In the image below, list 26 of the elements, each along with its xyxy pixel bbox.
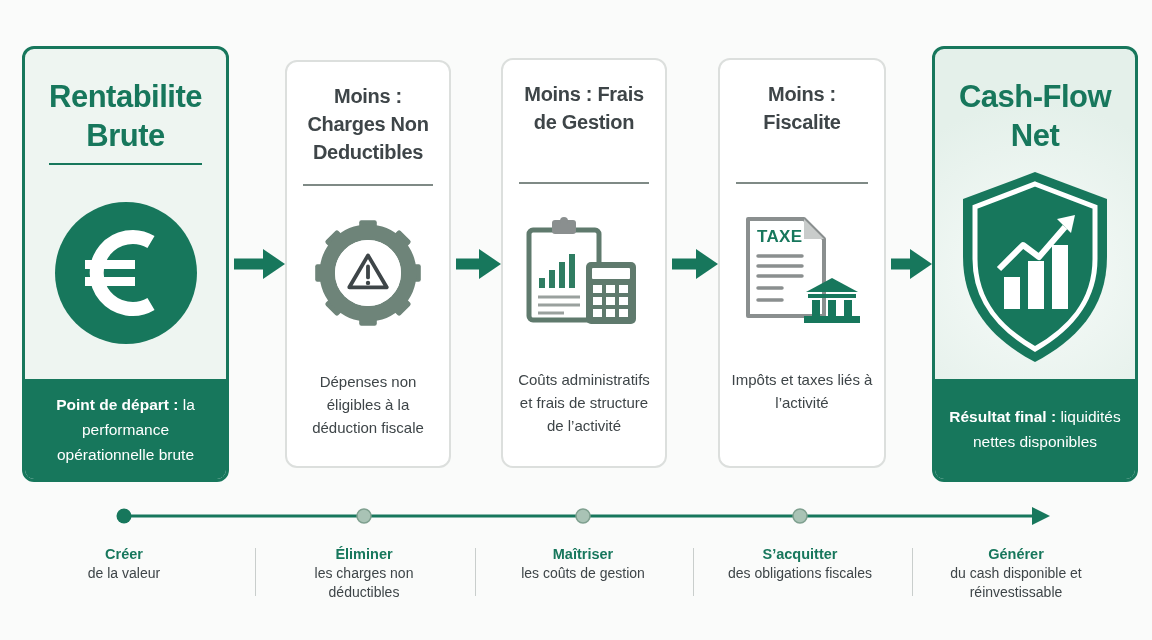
step-card: [718, 58, 886, 468]
card-heading: Moins : Frais de Gestion: [523, 82, 645, 135]
step-title: Créer: [105, 545, 143, 564]
card-description: Résultat final : liquidités nettes disponibles: [948, 407, 1122, 452]
card-heading: Rentabilite Brute: [48, 78, 203, 155]
step-description: les coûts de gestion: [521, 564, 645, 583]
highlight-card: [932, 46, 1138, 482]
step-description: du cash disponible et réinvestissable: [949, 564, 1083, 602]
step-title: Générer: [988, 545, 1044, 564]
card-heading: Cash-Flow Net: [957, 78, 1113, 155]
tax-label: TAXE: [757, 227, 803, 247]
step-card: [285, 60, 451, 468]
card-heading: Moins : Fiscalite: [762, 82, 842, 135]
card-description: Point de départ : la performance opérationnelle brute: [55, 394, 196, 465]
step-description: les charges non déductibles: [313, 564, 415, 602]
step-description: de la valeur: [87, 564, 161, 583]
step-title: Éliminer: [335, 545, 393, 564]
step-card: [501, 58, 667, 468]
card-description: Impôts et taxes liés à l’activité: [730, 370, 874, 413]
card-heading: Moins : Charges Non Deductibles: [306, 84, 430, 165]
highlight-card: [22, 46, 229, 482]
card-description: Coûts administratifs et frais de structure de l’activité: [517, 370, 651, 436]
step-title: S’acquitter: [762, 545, 838, 564]
step-description: des obligations fiscales: [728, 564, 872, 583]
card-description: Dépenses non éligibles à la déduction fiscale: [311, 372, 425, 438]
step-title: Maîtriser: [552, 545, 614, 564]
